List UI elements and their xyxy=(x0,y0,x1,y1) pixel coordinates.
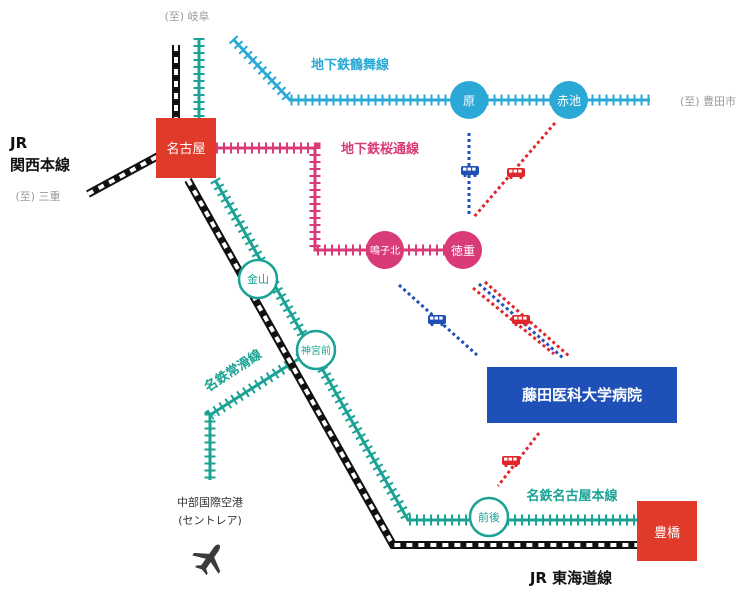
line-label-jr: JR xyxy=(9,134,28,152)
station-akaike[interactable]: 赤池 xyxy=(550,81,588,119)
direction-toyota: (至) 豊田市 xyxy=(680,94,736,108)
airport-sub: (セントレア) xyxy=(178,514,242,527)
station-kanayama[interactable]: 金山 xyxy=(237,258,279,300)
line-jr xyxy=(86,45,640,549)
direction-mie: (至) 三重 xyxy=(15,189,60,203)
station-label: 原 xyxy=(463,94,475,108)
station-hara[interactable]: 原 xyxy=(450,81,488,119)
line-tsurumai xyxy=(228,35,650,106)
station-tokushige[interactable]: 徳重 xyxy=(444,231,482,269)
line-label-meitetsu-nagoya: 名鉄名古屋本線 xyxy=(526,488,618,504)
station-label: 神宮前 xyxy=(301,344,331,357)
station-label: 鳴子北 xyxy=(370,244,400,257)
hospital-box[interactable]: 藤田医科大学病院 xyxy=(487,367,677,423)
bus-routes xyxy=(397,122,570,487)
line-label-tokoname: 名鉄常滑線 xyxy=(201,346,265,395)
line-label-jr-tokaido: JR 東海道線 xyxy=(529,569,612,587)
station-label: 名古屋 xyxy=(166,141,205,157)
line-label-kansai: 関西本線 xyxy=(10,156,70,174)
hospital-label: 藤田医科大学病院 xyxy=(522,386,642,404)
station-label: 赤池 xyxy=(557,94,581,108)
line-sakuradori xyxy=(216,142,465,256)
bus-icon xyxy=(512,315,530,327)
direction-gifu: (至) 岐阜 xyxy=(164,10,209,23)
line-label-sakuradori: 地下鉄桜通線 xyxy=(341,141,420,157)
airplane-icon xyxy=(192,544,221,576)
station-label: 豊橋 xyxy=(654,526,680,541)
station-toyohashi[interactable]: 豊橋 xyxy=(637,501,697,561)
station-maego[interactable]: 前後 xyxy=(468,496,510,538)
airport-name: 中部国際空港 xyxy=(177,495,243,509)
station-narukokita[interactable]: 鳴子北 xyxy=(366,231,404,269)
line-meitetsu xyxy=(193,38,640,526)
bus-icon xyxy=(428,315,446,327)
bus-icon xyxy=(507,168,525,180)
station-nagoya[interactable]: 名古屋 xyxy=(156,118,216,178)
line-label-tsurumai: 地下鉄鶴舞線 xyxy=(311,57,390,73)
station-jingumae[interactable]: 神宮前 xyxy=(295,329,337,371)
station-label: 金山 xyxy=(247,272,269,286)
bus-icon xyxy=(502,456,520,468)
station-label: 徳重 xyxy=(451,243,475,258)
station-label: 前後 xyxy=(478,510,500,524)
